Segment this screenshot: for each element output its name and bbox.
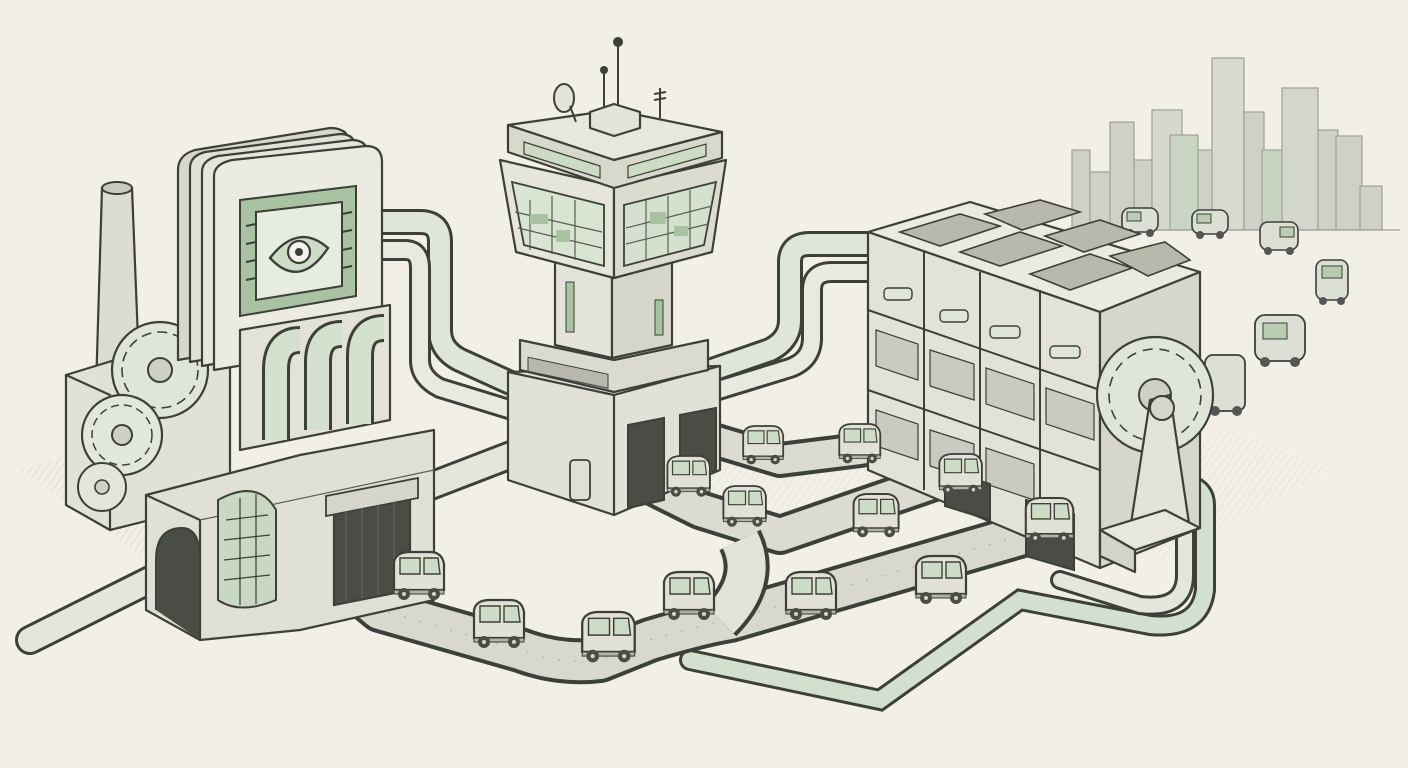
city-skyline: [1048, 57, 1400, 231]
shuttle-vehicle-icon: [666, 455, 711, 497]
shuttle-vehicle-icon: [784, 570, 838, 620]
shuttle-vehicle-icon: [662, 570, 716, 620]
drum-roller: [217, 490, 277, 609]
road-vehicles: [1121, 207, 1349, 416]
control-tower: [498, 37, 728, 517]
parking-grid-building: [866, 199, 1215, 574]
chip-logo-icon: [239, 184, 357, 318]
vehicle-icon: [1191, 209, 1229, 239]
gear-icon: [77, 462, 127, 512]
chip-factory: [64, 126, 436, 642]
vehicle-icon: [1315, 259, 1349, 305]
shuttle-vehicle-icon: [938, 453, 983, 495]
shuttle-vehicle-icon: [914, 554, 968, 604]
shuttle-vehicle-icon: [392, 550, 446, 600]
overhead-pipes: [367, 209, 883, 421]
gear-icon: [80, 393, 164, 477]
junction-box: [569, 459, 591, 501]
antenna-icon: [600, 37, 623, 108]
parked-car-icon: [883, 287, 1081, 359]
shuttle-vehicle-icon: [852, 493, 900, 538]
shuttle-vehicle-icon: [838, 423, 882, 464]
shuttle-vehicle-icon: [581, 610, 636, 663]
shuttle-vehicle-icon: [722, 485, 767, 527]
conveyor-vehicles: [392, 423, 1075, 663]
vehicle-icon: [1259, 221, 1299, 255]
vehicle-icon: [1254, 314, 1306, 367]
shuttle-vehicle-icon: [472, 598, 526, 648]
shuttle-vehicle-icon: [1024, 496, 1075, 544]
antenna-icon: [653, 88, 667, 118]
shuttle-vehicle-icon: [742, 425, 785, 465]
radar-dish-icon: [553, 83, 577, 123]
vehicle-icon: [1204, 354, 1246, 416]
